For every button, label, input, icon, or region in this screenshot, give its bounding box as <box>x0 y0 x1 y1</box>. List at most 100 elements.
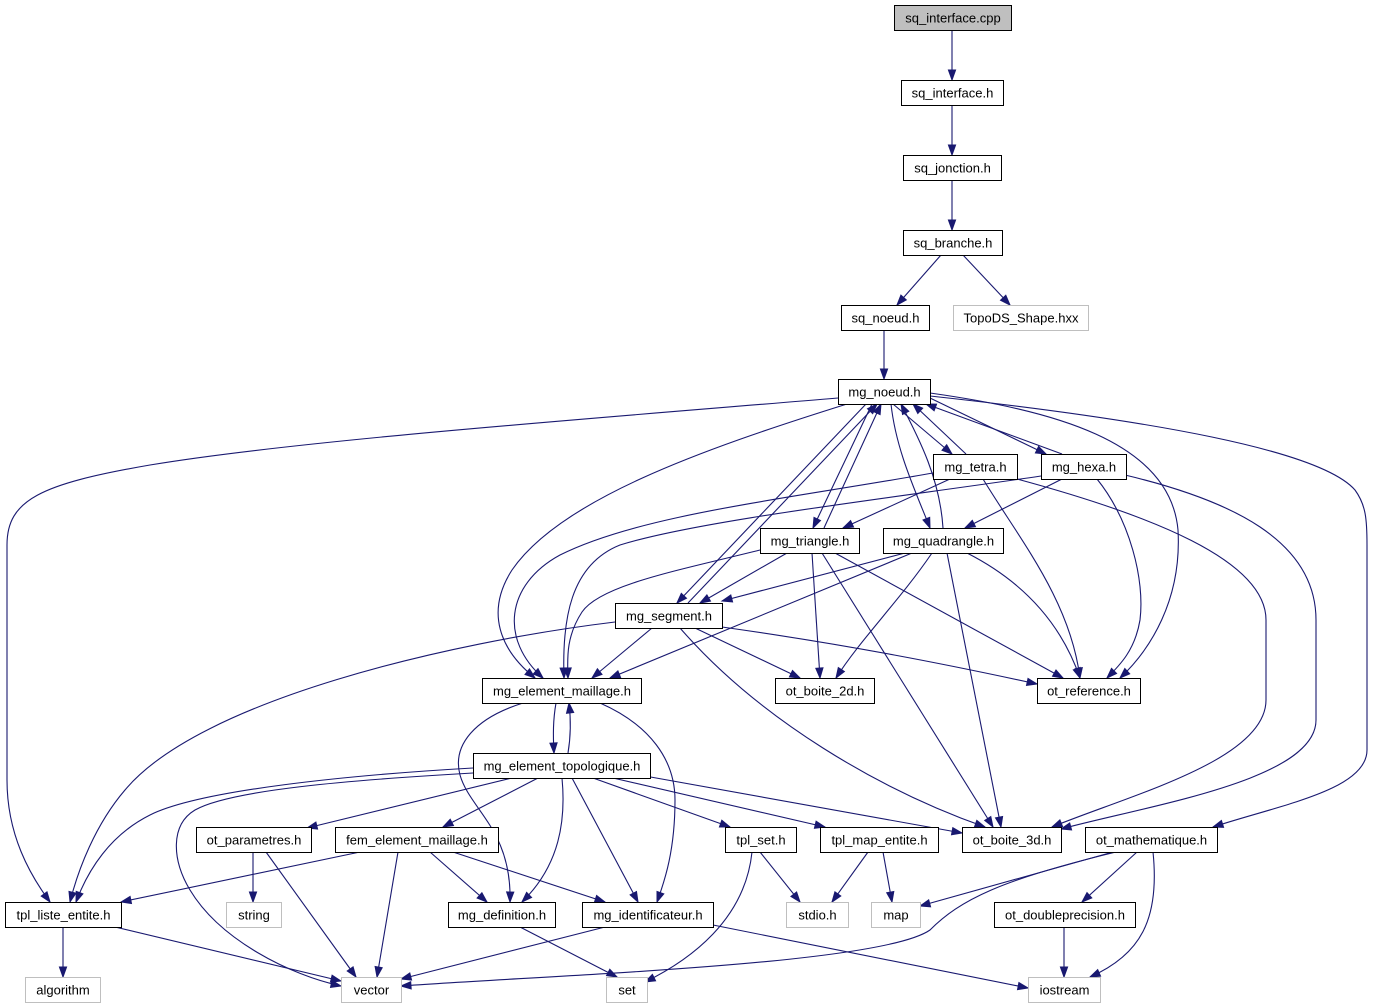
node-sq-noeud-h[interactable]: sq_noeud.h <box>841 305 930 331</box>
node-tpl-map-entite-h[interactable]: tpl_map_entite.h <box>820 827 939 853</box>
edge-mg-definition-h-to-set <box>519 926 619 978</box>
arrowhead-icon <box>872 402 882 416</box>
node-algorithm: algorithm <box>25 977 101 1003</box>
arrowhead-icon <box>593 894 607 903</box>
edge-sq-branche-h-to-sq-noeud-h <box>896 254 942 307</box>
node-box <box>903 155 1002 181</box>
node-label: mg_quadrangle.h <box>893 534 994 549</box>
arrowhead-icon <box>119 895 133 905</box>
arrowhead-icon <box>590 667 603 679</box>
arrowhead-icon <box>524 668 537 679</box>
node-fem-element-maillage-h[interactable]: fem_element_maillage.h <box>335 827 499 853</box>
node-label: tpl_set.h <box>736 833 785 848</box>
arrowhead-icon <box>947 69 957 82</box>
edge-mg-quadrangle-h-to-mg-segment-h <box>720 552 906 603</box>
arrowhead-icon <box>1105 667 1118 680</box>
edge-fem-element-maillage-h-to-tpl-liste-entite-h <box>119 851 361 905</box>
arrowhead-icon <box>441 818 455 828</box>
node-sq-interface-h[interactable]: sq_interface.h <box>901 80 1004 106</box>
edge-mg-hexa-h-to-mg-quadrangle-h <box>963 478 1063 529</box>
edge-mg-identificateur-h-to-iostream <box>712 924 1030 991</box>
node-ot-reference-h[interactable]: ot_reference.h <box>1037 678 1141 704</box>
edge-mg-hexa-h-to-mg-element-maillage-h <box>559 475 1042 680</box>
edge-mg-hexa-h-to-ot-reference-h <box>1096 478 1142 680</box>
node-box <box>760 528 860 554</box>
arrowhead-icon <box>75 890 84 904</box>
arrowhead-icon <box>896 294 908 307</box>
node-mg-element-topologique-h[interactable]: mg_element_topologique.h <box>473 753 651 779</box>
edge-line <box>890 403 931 529</box>
edge-line <box>400 926 606 980</box>
node-ot-parametres-h[interactable]: ot_parametres.h <box>196 827 312 853</box>
node-label: mg_identificateur.h <box>593 908 702 923</box>
node-box <box>615 603 723 629</box>
edge-mg-element-topologique-h-to-tpl-set-h <box>592 777 732 828</box>
edge-line <box>835 552 933 679</box>
node-label: ot_mathematique.h <box>1096 833 1207 848</box>
node-mg-hexa-h[interactable]: mg_hexa.h <box>1041 454 1127 480</box>
edge-line <box>1096 478 1142 679</box>
edge-line <box>676 403 867 604</box>
edge-line <box>644 851 753 983</box>
node-label: tpl_map_entite.h <box>831 833 927 848</box>
edge-line <box>497 403 848 679</box>
node-box <box>473 753 651 779</box>
node-mg-identificateur-h[interactable]: mg_identificateur.h <box>582 902 714 928</box>
arrowhead-icon <box>922 516 931 530</box>
edge-mg-element-topologique-h-to-ot-parametres-h <box>305 777 513 830</box>
node-sq-jonction-h[interactable]: sq_jonction.h <box>903 155 1002 181</box>
node-ot-boite-3d-h[interactable]: ot_boite_3d.h <box>962 827 1062 853</box>
node-mg-definition-h[interactable]: mg_definition.h <box>448 902 556 928</box>
node-ot-mathematique-h[interactable]: ot_mathematique.h <box>1085 827 1218 853</box>
node-mg-triangle-h[interactable]: mg_triangle.h <box>760 528 860 554</box>
nodes-layer: sq_interface.cppsq_interface.hsq_jonctio… <box>5 5 1218 1003</box>
node-label: ot_doubleprecision.h <box>1005 908 1125 923</box>
node-tpl-set-h[interactable]: tpl_set.h <box>725 827 797 853</box>
edge-mg-element-topologique-h-to-mg-element-maillage-h <box>565 701 575 754</box>
edge-line <box>513 472 934 679</box>
arrowhead-icon <box>941 443 954 455</box>
edge-mg-segment-h-to-ot-boite-2d-h <box>694 627 802 679</box>
node-ot-doubleprecision-h[interactable]: ot_doubleprecision.h <box>994 902 1136 928</box>
arrowhead-icon <box>656 890 665 904</box>
node-tpl-liste-entite-h[interactable]: tpl_liste_entite.h <box>5 902 122 928</box>
arrowhead-icon <box>1034 445 1048 455</box>
node-mg-noeud-h[interactable]: mg_noeud.h <box>838 379 931 405</box>
node-label: sq_jonction.h <box>914 161 991 176</box>
edge-sq-interface-h-to-sq-jonction-h <box>947 105 957 157</box>
arrowhead-icon <box>994 815 1004 829</box>
node-vector: vector <box>341 977 402 1003</box>
node-iostream: iostream <box>1028 977 1101 1003</box>
arrowhead-icon <box>718 819 732 828</box>
arrowhead-icon <box>1050 819 1064 828</box>
edge-mg-segment-h-to-mg-noeud-h <box>687 402 879 604</box>
arrowhead-icon <box>1080 891 1093 904</box>
edge-line <box>567 549 761 679</box>
edge-fem-element-maillage-h-to-mg-definition-h <box>429 851 489 903</box>
edge-line <box>571 777 639 903</box>
edge-line <box>429 851 488 903</box>
edge-ot-mathematique-h-to-vector <box>399 851 1117 990</box>
node-sq-branche-h[interactable]: sq_branche.h <box>903 230 1003 256</box>
node-mg-segment-h[interactable]: mg_segment.h <box>615 603 723 629</box>
node-label: mg_triangle.h <box>771 534 850 549</box>
edge-mg-tetra-h-to-mg-noeud-h <box>911 402 967 455</box>
edge-line <box>842 478 951 529</box>
arrowhead-icon <box>1051 669 1065 679</box>
arrowhead-icon <box>698 594 712 604</box>
node-mg-quadrangle-h[interactable]: mg_quadrangle.h <box>883 528 1004 554</box>
arrowhead-icon <box>815 667 824 680</box>
edge-mg-noeud-h-to-mg-quadrangle-h <box>890 403 931 530</box>
arrowhead-icon <box>68 890 77 904</box>
node-label: map <box>883 908 908 923</box>
node-ot-boite-2d-h[interactable]: ot_boite_2d.h <box>775 678 875 704</box>
arrowhead-icon <box>608 669 622 679</box>
node-mg-tetra-h[interactable]: mg_tetra.h <box>933 454 1018 480</box>
edge-line <box>452 851 606 903</box>
arrowhead-icon <box>911 402 924 415</box>
node-box <box>25 977 101 1003</box>
node-mg-element-maillage-h[interactable]: mg_element_maillage.h <box>482 678 642 704</box>
arrowhead-icon <box>520 891 533 904</box>
edge-line <box>687 403 878 604</box>
node-label: ot_reference.h <box>1047 684 1131 699</box>
